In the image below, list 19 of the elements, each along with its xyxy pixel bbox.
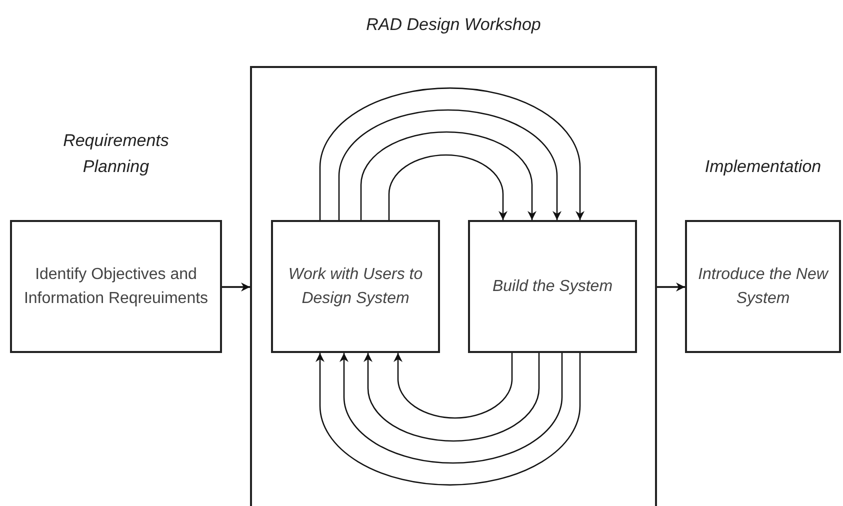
curved-arrow — [338, 109, 562, 220]
box-label: Work with Users to Design System — [287, 264, 424, 308]
heading-text: Implementation — [704, 156, 822, 178]
box-label: Build the System — [491, 276, 614, 296]
curved-arrow — [360, 131, 536, 220]
arrow — [222, 282, 250, 292]
box-label: Introduce the New System — [697, 264, 830, 308]
heading-text: Requirements Planning — [62, 130, 170, 178]
process-box — [271, 220, 440, 353]
arrow — [657, 282, 685, 292]
curved-arrow — [364, 353, 540, 442]
curved-arrow — [319, 88, 584, 220]
curved-arrow — [316, 353, 581, 486]
box-label: Identify Objectives and Information Reqreuiments — [22, 264, 210, 308]
curved-arrow — [394, 353, 513, 419]
curved-arrow — [340, 353, 563, 464]
heading-text: RAD Design Workshop — [365, 14, 542, 36]
curved-arrow — [388, 154, 508, 220]
process-box — [468, 220, 637, 353]
